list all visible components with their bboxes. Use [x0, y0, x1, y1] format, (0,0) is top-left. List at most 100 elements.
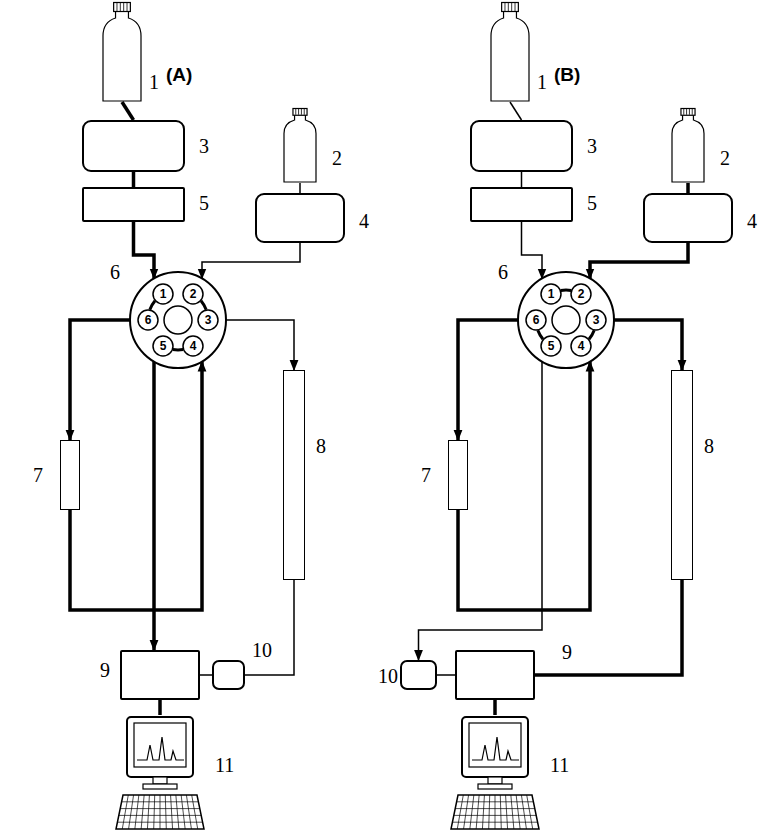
flow-line: [458, 362, 590, 610]
key-column: [154, 795, 155, 829]
port-number: 1: [153, 284, 173, 304]
bottle-outline: [284, 108, 316, 183]
valve-channel: [561, 289, 571, 292]
keyboard: [116, 795, 204, 829]
key-column: [495, 795, 496, 829]
key-column: [482, 795, 484, 829]
port-number: 2: [571, 284, 591, 304]
cap-ridge: [304, 109, 305, 115]
valve-port: [198, 310, 218, 330]
computer: 11: [450, 715, 540, 833]
callout-number: 9: [100, 660, 110, 680]
valve-channel: [173, 348, 183, 351]
callout-number: 11: [550, 755, 569, 775]
key-column: [171, 795, 173, 829]
pump-box: 4: [255, 193, 345, 243]
flow-line: [132, 172, 136, 187]
bottle-outline: [672, 108, 704, 183]
callout-number: 2: [720, 148, 730, 168]
cap-ridge: [123, 3, 124, 11]
flow-line: [70, 320, 130, 440]
monitor-screen: [469, 723, 521, 767]
detector-box: 9: [455, 650, 535, 700]
flow-line: [299, 183, 301, 193]
valve-body: [518, 272, 614, 368]
callout-number: 7: [421, 465, 431, 485]
bottle-cap: [681, 109, 695, 116]
cap-ridge: [295, 109, 296, 115]
valve-outline: [516, 270, 616, 370]
callout-number: 4: [747, 211, 757, 231]
valve-port: [183, 284, 203, 304]
flow-line: [437, 674, 455, 676]
switching-valve: 6123456: [128, 270, 228, 370]
flow-line: [614, 320, 682, 370]
flow-line: [686, 183, 690, 193]
bottle-body: [103, 11, 141, 101]
analytical-column: 8: [283, 370, 305, 580]
panel-label: (B): [554, 64, 580, 86]
key-column: [176, 795, 179, 829]
port-number: 6: [138, 310, 158, 330]
callout-number: 1: [537, 72, 547, 92]
flow-line: [522, 222, 543, 278]
callout-number: 6: [110, 262, 120, 282]
port-number: 3: [586, 310, 606, 330]
flow-line: [134, 222, 155, 278]
monitor-base: [143, 784, 177, 789]
key-column: [470, 795, 474, 829]
bottle-cap: [114, 3, 131, 12]
key-column: [192, 795, 198, 829]
port-number: 3: [198, 310, 218, 330]
callout-number: 8: [704, 436, 714, 456]
panel-label: (A): [166, 64, 192, 86]
cap-ridge: [692, 109, 693, 115]
key-column: [464, 795, 469, 829]
flow-line: [202, 243, 300, 278]
key-column: [521, 795, 526, 829]
key-column: [500, 795, 501, 829]
pump-box: 4: [643, 193, 733, 243]
flow-line: [226, 320, 294, 370]
key-column: [135, 795, 139, 829]
callout-number: 7: [33, 465, 43, 485]
valve-port: [571, 336, 591, 356]
callout-number: 6: [498, 262, 508, 282]
cap-ridge: [515, 3, 516, 11]
monitor: [127, 717, 193, 777]
key-column: [181, 795, 185, 829]
valve-channel: [538, 330, 543, 339]
precolumn: 7: [60, 440, 80, 510]
callout-number: 11: [215, 755, 234, 775]
valve-body: [130, 272, 226, 368]
key-column: [506, 795, 508, 829]
switching-valve: 6123456: [516, 270, 616, 370]
detector-box: 10: [212, 660, 245, 690]
analytical-column: 8: [671, 370, 693, 580]
flow-line: [510, 102, 522, 120]
callout-number: 4: [359, 211, 369, 231]
cap-ridge: [504, 3, 505, 11]
callout-number: 10: [252, 640, 272, 660]
key-column: [457, 795, 463, 829]
cap-ridge: [508, 3, 509, 11]
cap-ridge: [511, 3, 512, 11]
valve-channel: [201, 301, 206, 310]
chromatogram-trace: [472, 737, 519, 760]
key-column: [511, 795, 514, 829]
callout-number: 2: [332, 148, 342, 168]
solvent-bottle: 1: [103, 2, 141, 102]
monitor-base: [478, 784, 512, 789]
key-column: [129, 795, 134, 829]
callout-number: 8: [316, 436, 326, 456]
bottle-outline: [491, 2, 529, 102]
bottle-cap: [502, 3, 519, 12]
key-column: [527, 795, 533, 829]
key-column: [516, 795, 520, 829]
solvent-bottle: 1: [491, 2, 529, 102]
computer: 11: [115, 715, 205, 833]
monitor-stand: [153, 777, 167, 784]
key-column: [147, 795, 149, 829]
degasser-box: 3: [470, 120, 573, 172]
